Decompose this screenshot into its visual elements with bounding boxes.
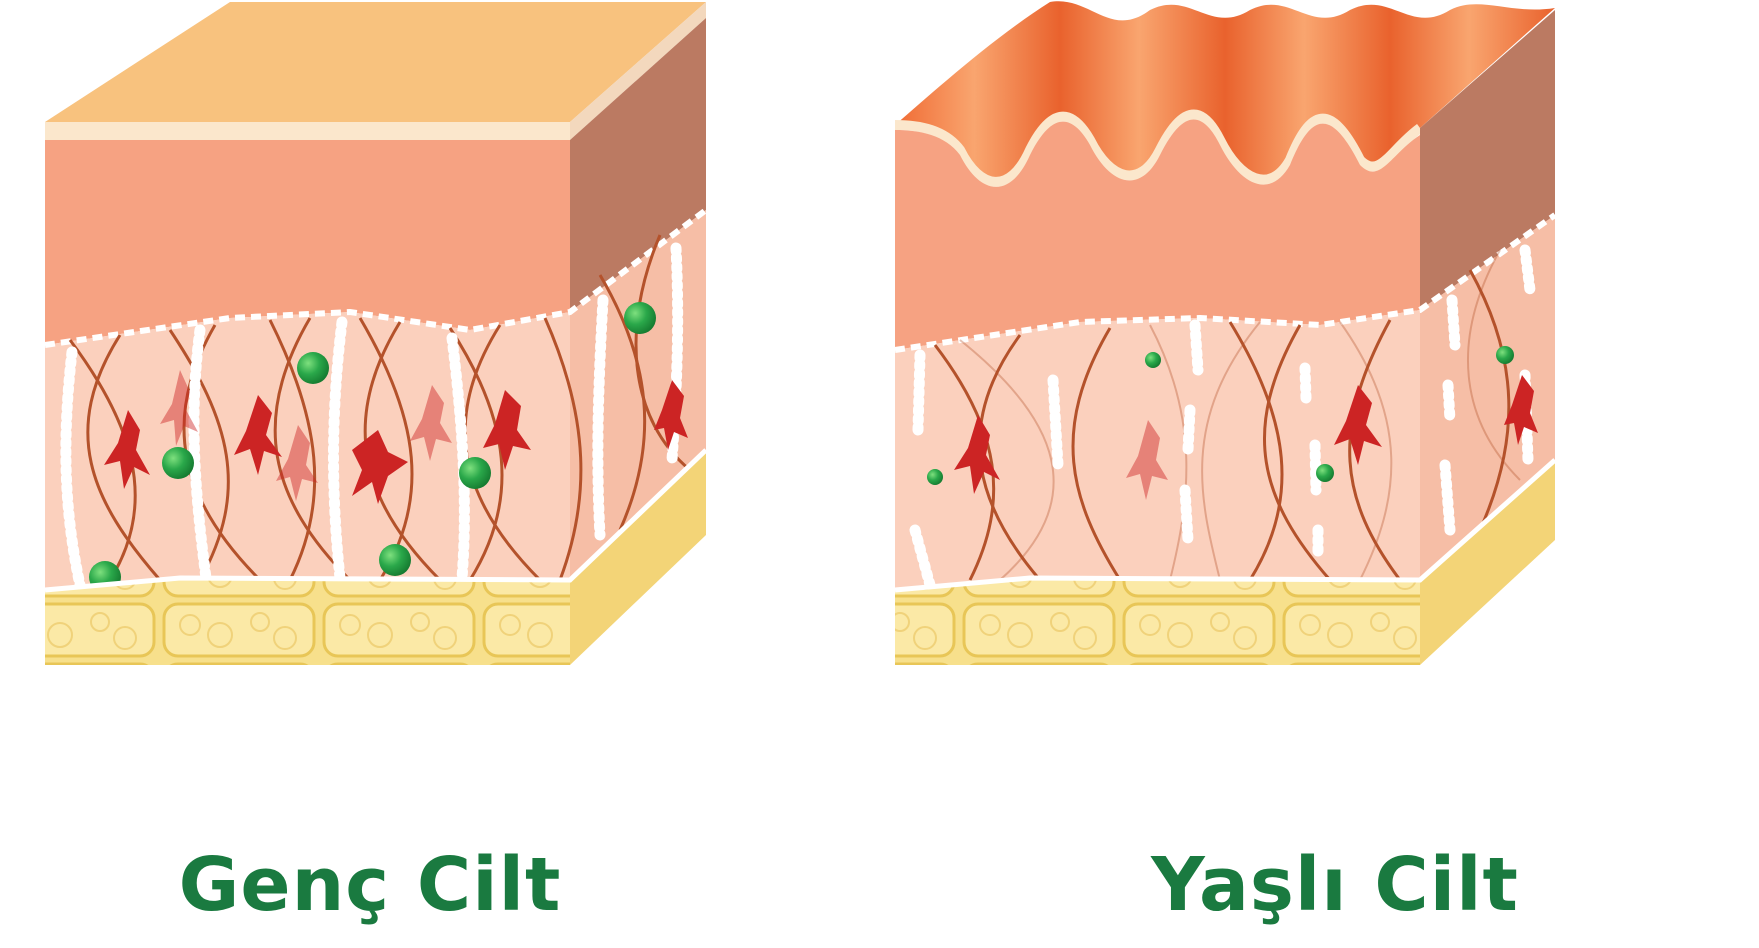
- aged-collagen-fibers: [933, 269, 1511, 581]
- aged-collagen-faded: [959, 249, 1521, 581]
- young-elastin-fibers: [60, 242, 684, 591]
- aged-epidermis-side: [1420, 10, 1555, 310]
- aged-skin-caption: Yaşlı Cilt: [1151, 842, 1519, 928]
- young-stratum-line: [45, 122, 570, 140]
- young-skin-caption: Genç Cilt: [178, 842, 562, 928]
- young-collagen-fibers: [68, 234, 691, 582]
- young-epidermis-top: [45, 2, 706, 122]
- aged-wrinkle-edge: [894, 109, 1424, 187]
- aged-dermis: [895, 310, 1420, 590]
- aged-hyaluronic-spheres: [927, 346, 1514, 485]
- young-fat-side: [570, 450, 706, 665]
- young-dermis: [45, 312, 570, 590]
- aged-fat-side: [1420, 460, 1555, 665]
- aged-fat-layer: [895, 578, 1420, 665]
- young-fibroblasts: [104, 370, 688, 504]
- young-fat-layer: [45, 578, 570, 665]
- young-epidermis-front: [45, 140, 570, 345]
- young-skin-block: [44, 2, 708, 665]
- young-epidermis-side: [570, 18, 706, 312]
- aged-wrinkled-surface: [895, 1, 1555, 182]
- aged-skin-block: [894, 1, 1557, 665]
- aged-epidermis-front: [895, 119, 1420, 350]
- aged-fibroblasts: [954, 375, 1538, 500]
- young-hyaluronic-spheres: [89, 302, 656, 593]
